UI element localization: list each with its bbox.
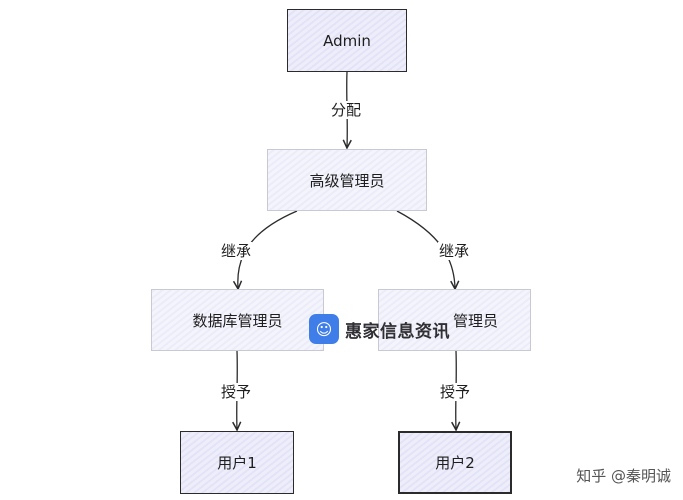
author-signature: 知乎 @秦明诚 [576, 467, 671, 485]
edge-label-grant-left: 授予 [220, 383, 253, 401]
edge-label-grant-right: 授予 [439, 383, 472, 401]
edge-label-inherit-right: 继承 [438, 242, 471, 260]
node-senior-admin: 高级管理员 [267, 149, 427, 211]
node-user2: 用户2 [398, 431, 512, 494]
robot-logo-icon: ☺ [309, 314, 339, 344]
edge-label-inherit-left: 继承 [220, 242, 253, 260]
node-other-admin-label: 管理员 [452, 311, 498, 330]
watermark: ☺ 惠家信息资讯 [309, 313, 450, 345]
node-other-admin: 管理员 [378, 289, 531, 351]
node-user1: 用户1 [180, 431, 294, 494]
watermark-text: 惠家信息资讯 [345, 321, 450, 342]
node-db-admin: 数据库管理员 [151, 289, 324, 351]
node-admin: Admin [287, 9, 407, 72]
edge-label-assign: 分配 [330, 101, 363, 119]
